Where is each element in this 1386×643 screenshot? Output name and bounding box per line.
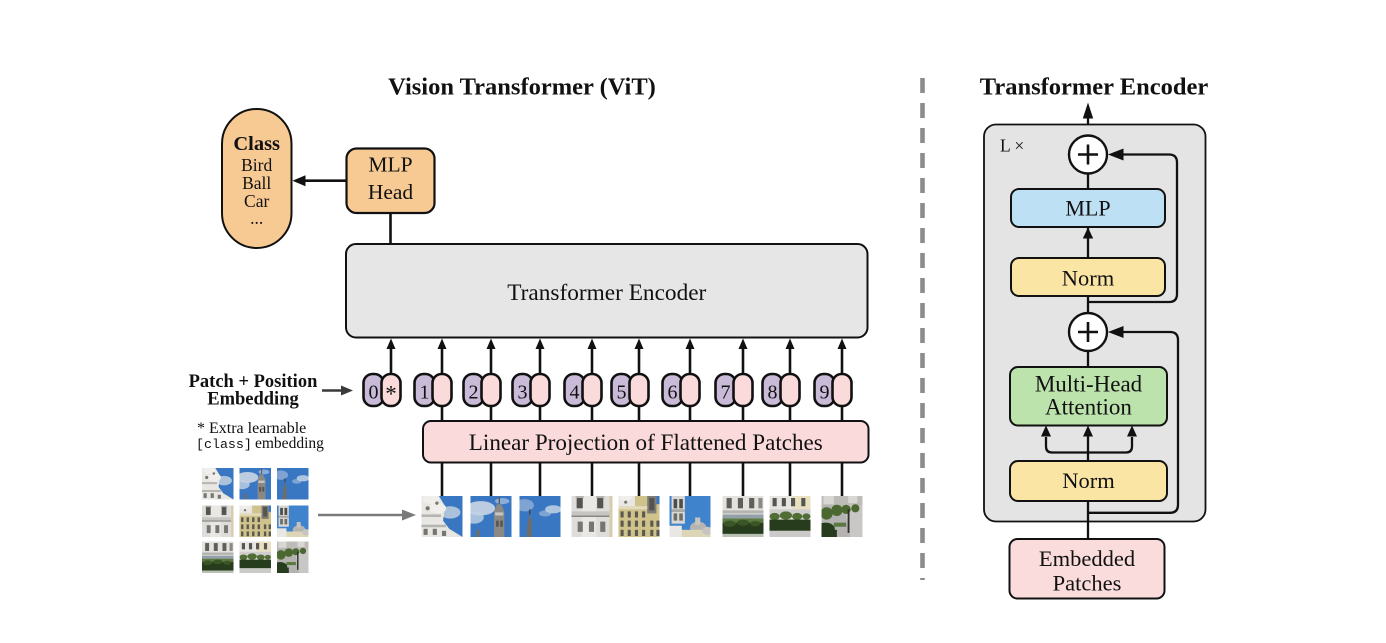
svg-text:Bird: Bird <box>241 155 272 175</box>
svg-text:Embedded: Embedded <box>1039 546 1135 571</box>
svg-text:Attention: Attention <box>1045 395 1132 420</box>
svg-text:5: 5 <box>617 382 627 404</box>
svg-text:0: 0 <box>369 382 379 404</box>
svg-text:2: 2 <box>469 382 479 404</box>
svg-text:8: 8 <box>768 382 778 404</box>
svg-text:Ball: Ball <box>242 173 271 193</box>
svg-text:Transformer Encoder: Transformer Encoder <box>507 280 706 306</box>
svg-text:9: 9 <box>820 382 830 404</box>
svg-text:Embedding: Embedding <box>207 390 299 410</box>
svg-text:L ×: L × <box>1000 136 1024 156</box>
svg-text:Head: Head <box>368 180 414 204</box>
svg-text:MLP: MLP <box>1065 196 1110 221</box>
svg-text:Linear Projection of Flattened: Linear Projection of Flattened Patches <box>469 429 823 455</box>
svg-text:3: 3 <box>518 382 528 404</box>
svg-text:MLP: MLP <box>368 153 412 177</box>
svg-text:Patch + Position: Patch + Position <box>189 372 318 392</box>
svg-text:Transformer Encoder: Transformer Encoder <box>980 74 1209 101</box>
svg-text:*: * <box>385 382 397 407</box>
svg-text:6: 6 <box>668 382 678 404</box>
svg-text:Multi-Head: Multi-Head <box>1035 372 1143 397</box>
svg-text:...: ... <box>250 208 263 228</box>
svg-text:Vision Transformer (ViT): Vision Transformer (ViT) <box>388 74 656 101</box>
svg-text:4: 4 <box>570 382 580 404</box>
svg-text:1: 1 <box>420 382 430 404</box>
svg-text:* Extra learnable: * Extra learnable <box>197 420 306 437</box>
svg-text:[class]: [class] <box>196 437 252 452</box>
svg-text:Norm: Norm <box>1062 468 1115 493</box>
svg-text:7: 7 <box>721 382 731 404</box>
svg-text:embedding: embedding <box>255 435 324 452</box>
svg-text:Car: Car <box>244 191 269 211</box>
svg-text:Norm: Norm <box>1062 266 1115 291</box>
svg-text:Class: Class <box>233 133 280 155</box>
svg-text:Patches: Patches <box>1053 571 1122 596</box>
